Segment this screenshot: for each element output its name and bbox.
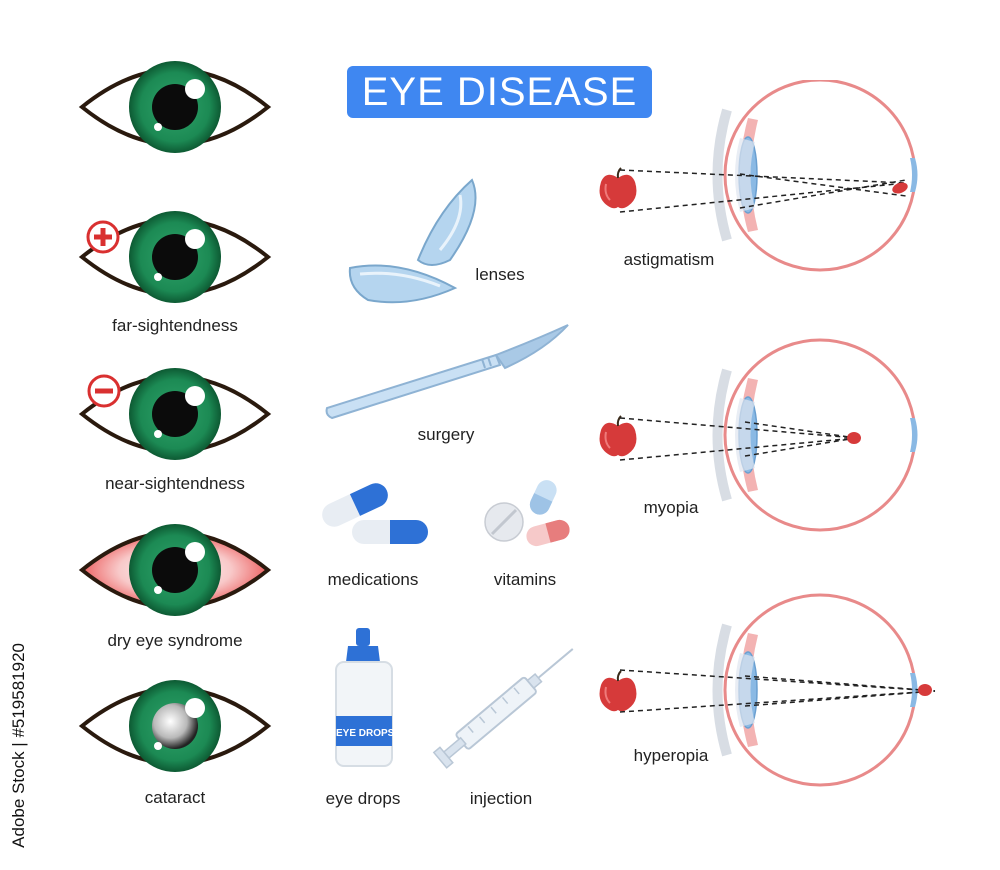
near-sightedness-label: near-sightendness [105,474,245,493]
dry-eye-icon [78,524,272,616]
eye-drops-label: eye drops [325,789,401,808]
scalpel-icon [325,324,569,420]
far-sightedness-eye-icon [78,211,272,303]
apple-icon [598,670,638,713]
stock-watermark: Adobe Stock | #519581920 [4,630,34,860]
medications-label: medications [327,570,419,589]
hyperopia-diagram [598,595,936,785]
treatments-column [322,178,574,769]
near-sightedness-eye-icon [78,368,272,460]
cataract-eye-icon [78,680,272,772]
apple-icon [598,167,638,210]
dry-eye-label: dry eye syndrome [107,631,243,650]
astigmatism-label: astigmatism [623,250,715,269]
astigmatism-diagram [598,80,918,270]
syringe-icon [432,648,574,769]
plus-icon [86,220,120,254]
bottle-label-text: EYE DROPS [336,728,395,739]
cataract-label: cataract [144,788,206,807]
vitamins-icon [484,480,570,547]
vitamins-label: vitamins [493,570,557,589]
eye-drops-bottle-icon [335,628,393,767]
eye-icon [78,61,272,153]
watermark-text: Adobe Stock | #519581920 [9,642,28,848]
title-banner: EYE DISEASE [347,66,652,118]
myopia-diagram [598,340,918,530]
apple-icon [598,415,638,458]
surgery-label: surgery [417,425,475,444]
page-title: EYE DISEASE [361,69,638,114]
injection-label: injection [469,789,533,808]
contact-lenses-icon [348,178,477,304]
capsules-icon [322,483,428,544]
lenses-label: lenses [475,265,525,284]
hyperopia-label: hyperopia [633,746,709,765]
myopia-label: myopia [643,498,699,517]
far-sightedness-label: far-sightendness [112,316,238,335]
refraction-column [598,80,936,800]
eyes-column [78,61,272,772]
minus-icon [87,374,121,408]
